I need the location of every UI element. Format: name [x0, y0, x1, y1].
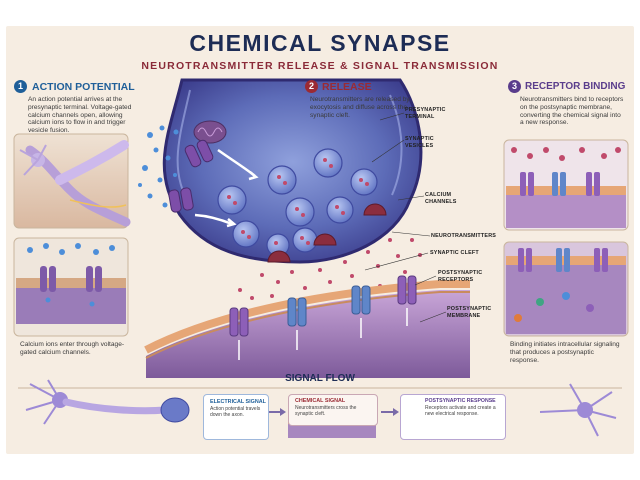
chemical-signal-box: CHEMICAL SIGNAL Neurotransmitters cross …: [288, 394, 378, 426]
postsynaptic-receptors: [229, 275, 417, 360]
receptor-binding-panel: [503, 139, 629, 231]
page-title: CHEMICAL SYNAPSE: [189, 30, 451, 56]
electrical-signal-title: ELECTRICAL SIGNAL: [210, 399, 266, 405]
action-potential-text: An action potential arrives at the presy…: [28, 96, 132, 135]
synaptic-cleft-label: SYNAPTIC CLEFT: [430, 250, 479, 256]
signaling-caption: Binding initiates intracellular signalin…: [510, 341, 620, 364]
action-potential-heading: ACTION POTENTIAL: [32, 81, 135, 93]
calcium-channels: [168, 139, 214, 213]
calcium-entry-caption: Calcium ions enter through voltage-gated…: [20, 341, 125, 356]
presynaptic-terminal-label: PRESYNAPTIC TERMINAL: [405, 107, 446, 120]
chemical-signal-title: CHEMICAL SIGNAL: [295, 398, 346, 404]
release-heading: RELEASE: [322, 81, 372, 93]
calcium-channels-label: CALCIUM CHANNELS: [425, 192, 457, 205]
postsynaptic-response-box: POSTSYNAPTIC RESPONSE Receptors activate…: [400, 394, 506, 440]
page-subtitle: NEUROTRANSMITTER RELEASE & SIGNAL TRANSM…: [141, 60, 499, 72]
postsynaptic-response-text: Receptors activate and create a new elec…: [425, 405, 496, 417]
electrical-signal-box: ELECTRICAL SIGNAL Action potential trave…: [203, 394, 269, 440]
receptor-binding-text: Neurotransmitters bind to receptors on t…: [520, 96, 624, 127]
calcium-channel-panel: [13, 237, 129, 337]
postsynaptic-membrane-label: POSTSYNAPTIC MEMBRANE: [447, 306, 492, 319]
postsynaptic-membrane: [144, 280, 470, 378]
chemical-signal-text: Neurotransmitters cross the synaptic cle…: [295, 405, 357, 417]
electrical-signal-text: Action potential travels down the axon.: [210, 406, 261, 418]
callout-lines: [364, 112, 447, 323]
release-text: Neurotransmitters are released by exocyt…: [310, 96, 410, 119]
receptor-binding-heading: RECEPTOR BINDING: [525, 81, 626, 92]
postsynaptic-receptors-label: POSTSYNAPTIC RECEPTORS: [438, 270, 483, 283]
intracellular-signaling-panel: [503, 241, 629, 337]
postsynaptic-response-title: POSTSYNAPTIC RESPONSE: [425, 398, 496, 404]
neurotransmitters-label: NEUROTRANSMITTERS: [431, 233, 497, 239]
influx-arrows: [194, 148, 259, 228]
signal-flow-heading: SIGNAL FLOW: [285, 373, 355, 384]
step-2-badge: 2: [305, 80, 318, 93]
step-1-badge: 1: [14, 80, 27, 93]
step-3-badge: 3: [508, 80, 521, 93]
fusing-vesicles: [267, 203, 387, 263]
action-potential-neuron-panel: [13, 133, 131, 229]
synaptic-vesicles: [217, 148, 378, 257]
synaptic-vesicles-label: SYNAPTIC VESICLES: [405, 136, 434, 149]
calcium-ions: [138, 125, 179, 208]
